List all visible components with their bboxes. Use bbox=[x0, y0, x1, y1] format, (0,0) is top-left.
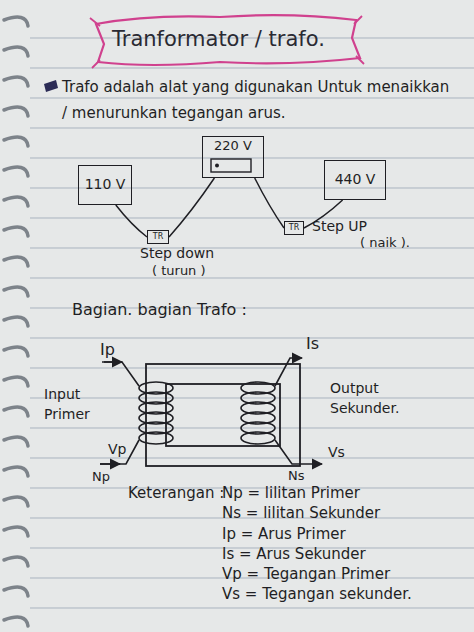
definition-note: Vs = Tegangan sekunder. bbox=[222, 585, 412, 603]
signal-name: Vs bbox=[328, 444, 345, 461]
primary-lead bbox=[102, 362, 139, 386]
signal-name: Np bbox=[92, 469, 110, 485]
banner-flourish bbox=[90, 16, 364, 68]
secondary-lead bbox=[275, 440, 322, 464]
primary-lead bbox=[100, 440, 139, 464]
step-note: ( naik ). bbox=[360, 235, 410, 251]
node-label: 440 V bbox=[335, 172, 376, 187]
wire-connector bbox=[304, 200, 343, 228]
title-banner bbox=[96, 15, 360, 65]
voltage-box: 110 V bbox=[78, 165, 132, 205]
signal-name: Ip bbox=[100, 340, 115, 359]
spiral-binding bbox=[4, 17, 28, 626]
side-label: Output Sekunder. bbox=[330, 378, 412, 418]
page-title: Tranformator / trafo. bbox=[112, 27, 325, 52]
definition-note: Np = lilitan Primer bbox=[222, 484, 360, 502]
voltage-arrow bbox=[100, 463, 120, 465]
bullet-mark bbox=[44, 80, 58, 92]
node-label: 220 V bbox=[214, 139, 252, 153]
outlet-dot bbox=[215, 164, 219, 168]
ruled-lines bbox=[30, 38, 474, 608]
outlet-symbol bbox=[211, 159, 251, 172]
side-label: Input Primer bbox=[44, 384, 104, 424]
secondary-coil bbox=[241, 382, 275, 444]
signal-name: Vp bbox=[108, 441, 126, 458]
current-arrow bbox=[104, 361, 122, 363]
secondary-lead bbox=[275, 358, 302, 386]
voltage-box: 220 V bbox=[202, 136, 264, 178]
primary-coil bbox=[139, 382, 173, 444]
definition-note: Vp = Tegangan Primer bbox=[222, 565, 390, 583]
node-label: 110 V bbox=[85, 177, 126, 192]
signal-name: Is bbox=[306, 334, 319, 353]
wire-connector bbox=[116, 205, 147, 237]
wire-connector bbox=[169, 178, 214, 237]
trafo-symbol: TR bbox=[284, 221, 304, 235]
definition-note: Ns = lilitan Sekunder bbox=[222, 504, 380, 522]
wire-connector bbox=[255, 178, 284, 228]
definition-note: Is = Arus Sekunder bbox=[222, 545, 366, 563]
step-note: ( turun ) bbox=[152, 263, 206, 279]
step-label: Step down bbox=[140, 245, 214, 262]
legend-heading: Keterangan : bbox=[128, 484, 224, 502]
voltage-box: 440 V bbox=[324, 160, 386, 200]
definition-note: Ip = Arus Primer bbox=[222, 525, 346, 543]
transformer-illustration bbox=[100, 358, 322, 466]
signal-name: Ns bbox=[288, 468, 305, 484]
trafo-symbol: TR bbox=[147, 230, 169, 244]
node-label: TR bbox=[289, 224, 299, 233]
step-label: Step UP bbox=[312, 218, 367, 235]
node-label: TR bbox=[153, 233, 163, 242]
section-heading: Bagian. bagian Trafo : bbox=[72, 300, 247, 319]
definition-text: Trafo adalah alat yang digunakan Untuk m… bbox=[62, 74, 454, 126]
